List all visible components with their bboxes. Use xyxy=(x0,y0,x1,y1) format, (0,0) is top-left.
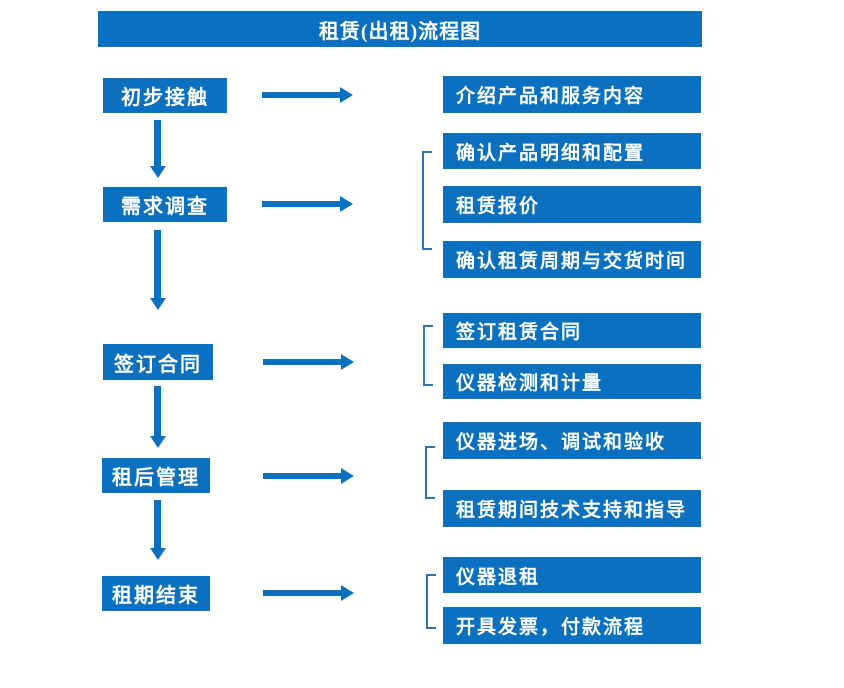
down-arrow-4 xyxy=(154,500,161,548)
down-arrow-3 xyxy=(154,386,161,436)
output-box-invoice-payment: 开具发票，付款流程 xyxy=(443,607,701,644)
right-arrow-4 xyxy=(263,473,341,479)
step-box-sign-contract: 签订合同 xyxy=(103,344,213,380)
step-box-rental-end: 租期结束 xyxy=(102,576,210,611)
output-box-confirm-product-details: 确认产品明细和配置 xyxy=(443,133,701,169)
group-bracket-rental-end xyxy=(426,574,436,629)
down-arrow-2 xyxy=(154,230,161,298)
right-arrow-3 xyxy=(263,359,341,365)
group-bracket-post-rental xyxy=(425,446,435,499)
right-arrow-2 xyxy=(262,201,340,207)
output-box-instrument-return: 仪器退租 xyxy=(443,557,701,593)
step-box-demand-survey: 需求调查 xyxy=(103,187,227,222)
right-arrow-1 xyxy=(262,92,340,98)
step-box-post-rental-management: 租后管理 xyxy=(102,458,210,493)
group-bracket-demand-survey xyxy=(422,151,432,250)
down-arrow-1 xyxy=(154,120,161,166)
output-box-instrument-installation: 仪器进场、调试和验收 xyxy=(443,422,701,459)
output-box-introduce-products: 介绍产品和服务内容 xyxy=(443,76,701,113)
output-box-instrument-testing: 仪器检测和计量 xyxy=(443,364,701,399)
output-box-rental-quote: 租赁报价 xyxy=(443,186,701,223)
output-box-technical-support: 租赁期间技术支持和指导 xyxy=(443,490,701,527)
right-arrow-5 xyxy=(263,590,341,596)
flowchart-title: 租赁(出租)流程图 xyxy=(98,11,702,47)
output-box-confirm-rental-period: 确认租赁周期与交货时间 xyxy=(443,241,701,278)
step-box-initial-contact: 初步接触 xyxy=(103,78,227,113)
group-bracket-sign-contract xyxy=(423,325,433,386)
output-box-sign-rental-contract: 签订租赁合同 xyxy=(443,313,701,348)
